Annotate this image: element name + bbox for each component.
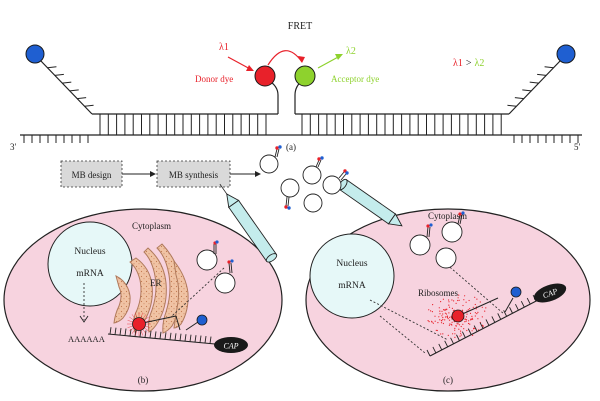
mrna-b-label: mRNA (76, 269, 104, 279)
lambda2-label: λ2 (346, 46, 356, 57)
ribosomes-label: Ribosomes (418, 288, 459, 298)
stem-right (508, 59, 562, 115)
bound-probe-c (457, 297, 499, 317)
beacon-c-2 (435, 247, 457, 269)
free-beacons (259, 145, 349, 213)
free-beacon-5 (303, 193, 323, 213)
panel-b: Cytoplasm Nucleus mRNA ER AAAAAA CAP (47, 183, 278, 385)
excitation-arrowhead (246, 65, 254, 71)
caption-b: (b) (138, 375, 149, 385)
quencher-b (196, 314, 208, 326)
inequality-left: λ1 (453, 58, 463, 69)
microinjection-needle-c (338, 178, 403, 227)
base-pairs (99, 114, 502, 135)
free-beacon-2 (280, 178, 300, 198)
lambda1-label: λ1 (219, 42, 229, 53)
inequality-op: > (466, 58, 472, 69)
beacon-b-2 (214, 272, 236, 294)
cytoplasm-c-label: Cytoplasm (428, 211, 467, 221)
emission-arrow (317, 55, 341, 69)
panel-a: FRET λ1 λ2 Donor dye Acceptor dye (10, 21, 582, 152)
nucleus-c (309, 233, 395, 319)
cap-c (533, 283, 567, 303)
er-label: ER (150, 278, 162, 288)
donor-dye-label: Donor dye (195, 74, 233, 84)
quencher-arm-c (504, 297, 514, 313)
acceptor-dye-label: Acceptor dye (331, 74, 379, 84)
cap-b-label: CAP (223, 342, 238, 351)
delivery-path-c (443, 261, 505, 315)
er-cisterna-4 (173, 259, 189, 329)
export-path-c2 (379, 315, 426, 354)
quencher-arm-b (185, 321, 199, 331)
export-path-c (369, 299, 449, 341)
probe-stem-b (175, 315, 181, 331)
quencher-left (25, 44, 45, 64)
three-prime-end: 3′ (10, 142, 17, 152)
single-strand-ticks (23, 135, 579, 143)
acceptor-dye (294, 65, 316, 87)
workflow: MB design MB synthesis (60, 160, 261, 188)
mrna-strand-b (107, 333, 216, 345)
mb-design-box (60, 160, 123, 188)
free-beacon-3 (302, 165, 322, 185)
mb-synthesis-label: MB synthesis (169, 170, 219, 180)
emission-arrowhead (335, 54, 343, 60)
mrna-c-label: mRNA (338, 281, 366, 291)
donor-dye-b (132, 317, 146, 331)
quencher-c (510, 286, 522, 298)
er-cisterna-5 (113, 275, 131, 324)
free-beacon-1 (259, 154, 279, 174)
beacon-c-1 (409, 234, 431, 256)
nucleus-b-label: Nucleus (74, 247, 105, 257)
fret-arrowhead (298, 56, 305, 63)
mrna-b-bases (109, 327, 212, 344)
nucleus-b (47, 221, 133, 307)
quencher-right (556, 44, 576, 64)
needle-tip-b (219, 183, 228, 195)
stem-left (39, 59, 93, 115)
free-beacon-4 (322, 175, 342, 195)
donor-dye-c (451, 309, 465, 323)
workflow-arrowhead-2 (255, 171, 261, 177)
fluorescence-burst-b (127, 312, 151, 336)
stem-ticks (47, 66, 554, 107)
export-arrowhead-b (79, 315, 89, 323)
beacon-c-3 (441, 221, 463, 243)
polya-tail: AAAAAA (68, 334, 106, 344)
inequality-right: λ2 (475, 58, 485, 69)
beacons-b (196, 240, 236, 294)
mrna-strand-c (429, 297, 543, 357)
donor-dye (254, 65, 276, 87)
microinjection-needle-b (226, 193, 278, 263)
panel-c: Cytoplasm Nucleus mRNA Ribosomes CAP (309, 178, 567, 385)
fret-title: FRET (288, 21, 312, 32)
five-prime-end: 5′ (574, 142, 581, 152)
beacons-c (409, 211, 465, 269)
mb-design-label: MB design (72, 170, 112, 180)
mrna-c-bases (426, 294, 537, 357)
workflow-arrowhead-1 (150, 171, 156, 177)
caption-c: (c) (443, 375, 453, 385)
fret-arrow (267, 50, 303, 66)
endoplasmic-reticulum (113, 243, 189, 334)
cytoplasm-b-label: Cytoplasm (132, 221, 171, 231)
wavelength-inequality: λ1>λ2 (453, 58, 484, 69)
beacon-b-1 (196, 249, 218, 271)
nucleus-c-label: Nucleus (336, 259, 367, 269)
caption-a: (a) (286, 142, 296, 152)
er-cisterna-2 (143, 247, 167, 333)
cap-b (214, 337, 248, 353)
